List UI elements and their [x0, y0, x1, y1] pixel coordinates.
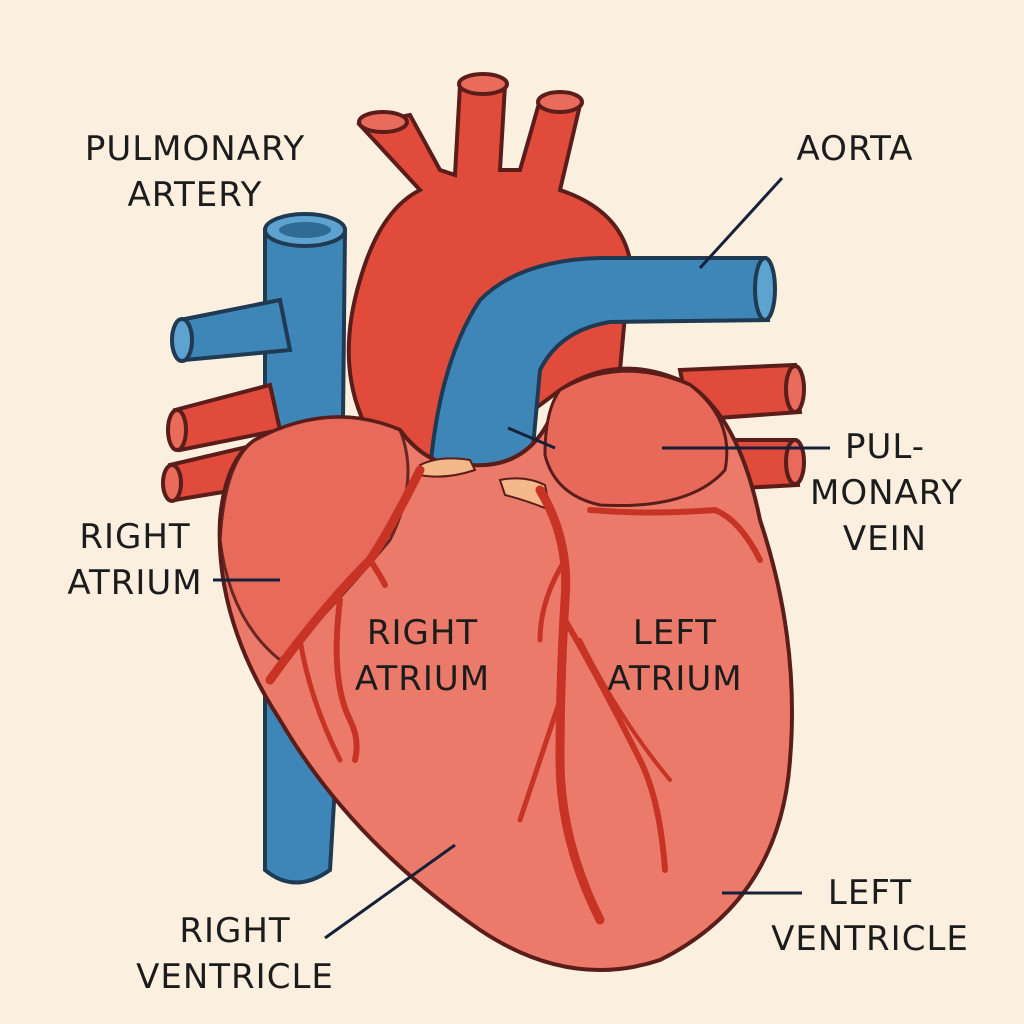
- label-pulmonary-vein: PUL- MONARY VEIN: [810, 424, 964, 562]
- label-left-ventricle: LEFT VENTRICLE: [765, 870, 975, 962]
- label-pulmonary-artery: PULMONARY ARTERY: [70, 126, 320, 218]
- pulmonary-trunk: [427, 256, 777, 483]
- label-aorta-line1: AORTA: [796, 129, 914, 169]
- label-right-atrium-inner-line2: ATRIUM: [354, 659, 491, 699]
- label-right-ventricle: RIGHT VENTRICLE: [125, 908, 345, 1000]
- label-pulmonary-vein-line2: MONARY: [810, 473, 964, 513]
- label-right-atrium-inner: RIGHT ATRIUM: [345, 610, 500, 702]
- label-right-atrium-outer-line2: ATRIUM: [67, 563, 203, 603]
- label-left-atrium-inner: LEFT ATRIUM: [600, 610, 750, 702]
- label-right-atrium-outer: RIGHT ATRIUM: [60, 514, 210, 606]
- leader-lines: [213, 176, 830, 940]
- label-left-atrium-inner-line2: ATRIUM: [607, 659, 743, 699]
- label-pulmonary-vein-line3: VEIN: [842, 519, 928, 559]
- left-pulmonary-branch: [170, 297, 293, 363]
- aortic-arch: [346, 72, 633, 463]
- label-pulmonary-artery-line1: PULMONARY: [84, 129, 306, 169]
- label-right-atrium-outer-line1: RIGHT: [79, 517, 191, 557]
- label-left-ventricle-line1: LEFT: [827, 873, 913, 913]
- heart-body: [217, 366, 794, 972]
- label-pulmonary-artery-line2: ARTERY: [127, 175, 263, 215]
- label-left-atrium-inner-line1: LEFT: [632, 613, 718, 653]
- label-right-ventricle-line2: VENTRICLE: [136, 957, 334, 997]
- label-aorta: AORTA: [780, 126, 930, 172]
- label-right-ventricle-line1: RIGHT: [179, 911, 291, 951]
- label-pulmonary-vein-line1: PUL-: [844, 427, 925, 467]
- label-left-ventricle-line2: VENTRICLE: [771, 919, 969, 959]
- coronary-vessels: [265, 465, 763, 925]
- label-right-atrium-inner-line1: RIGHT: [366, 613, 479, 653]
